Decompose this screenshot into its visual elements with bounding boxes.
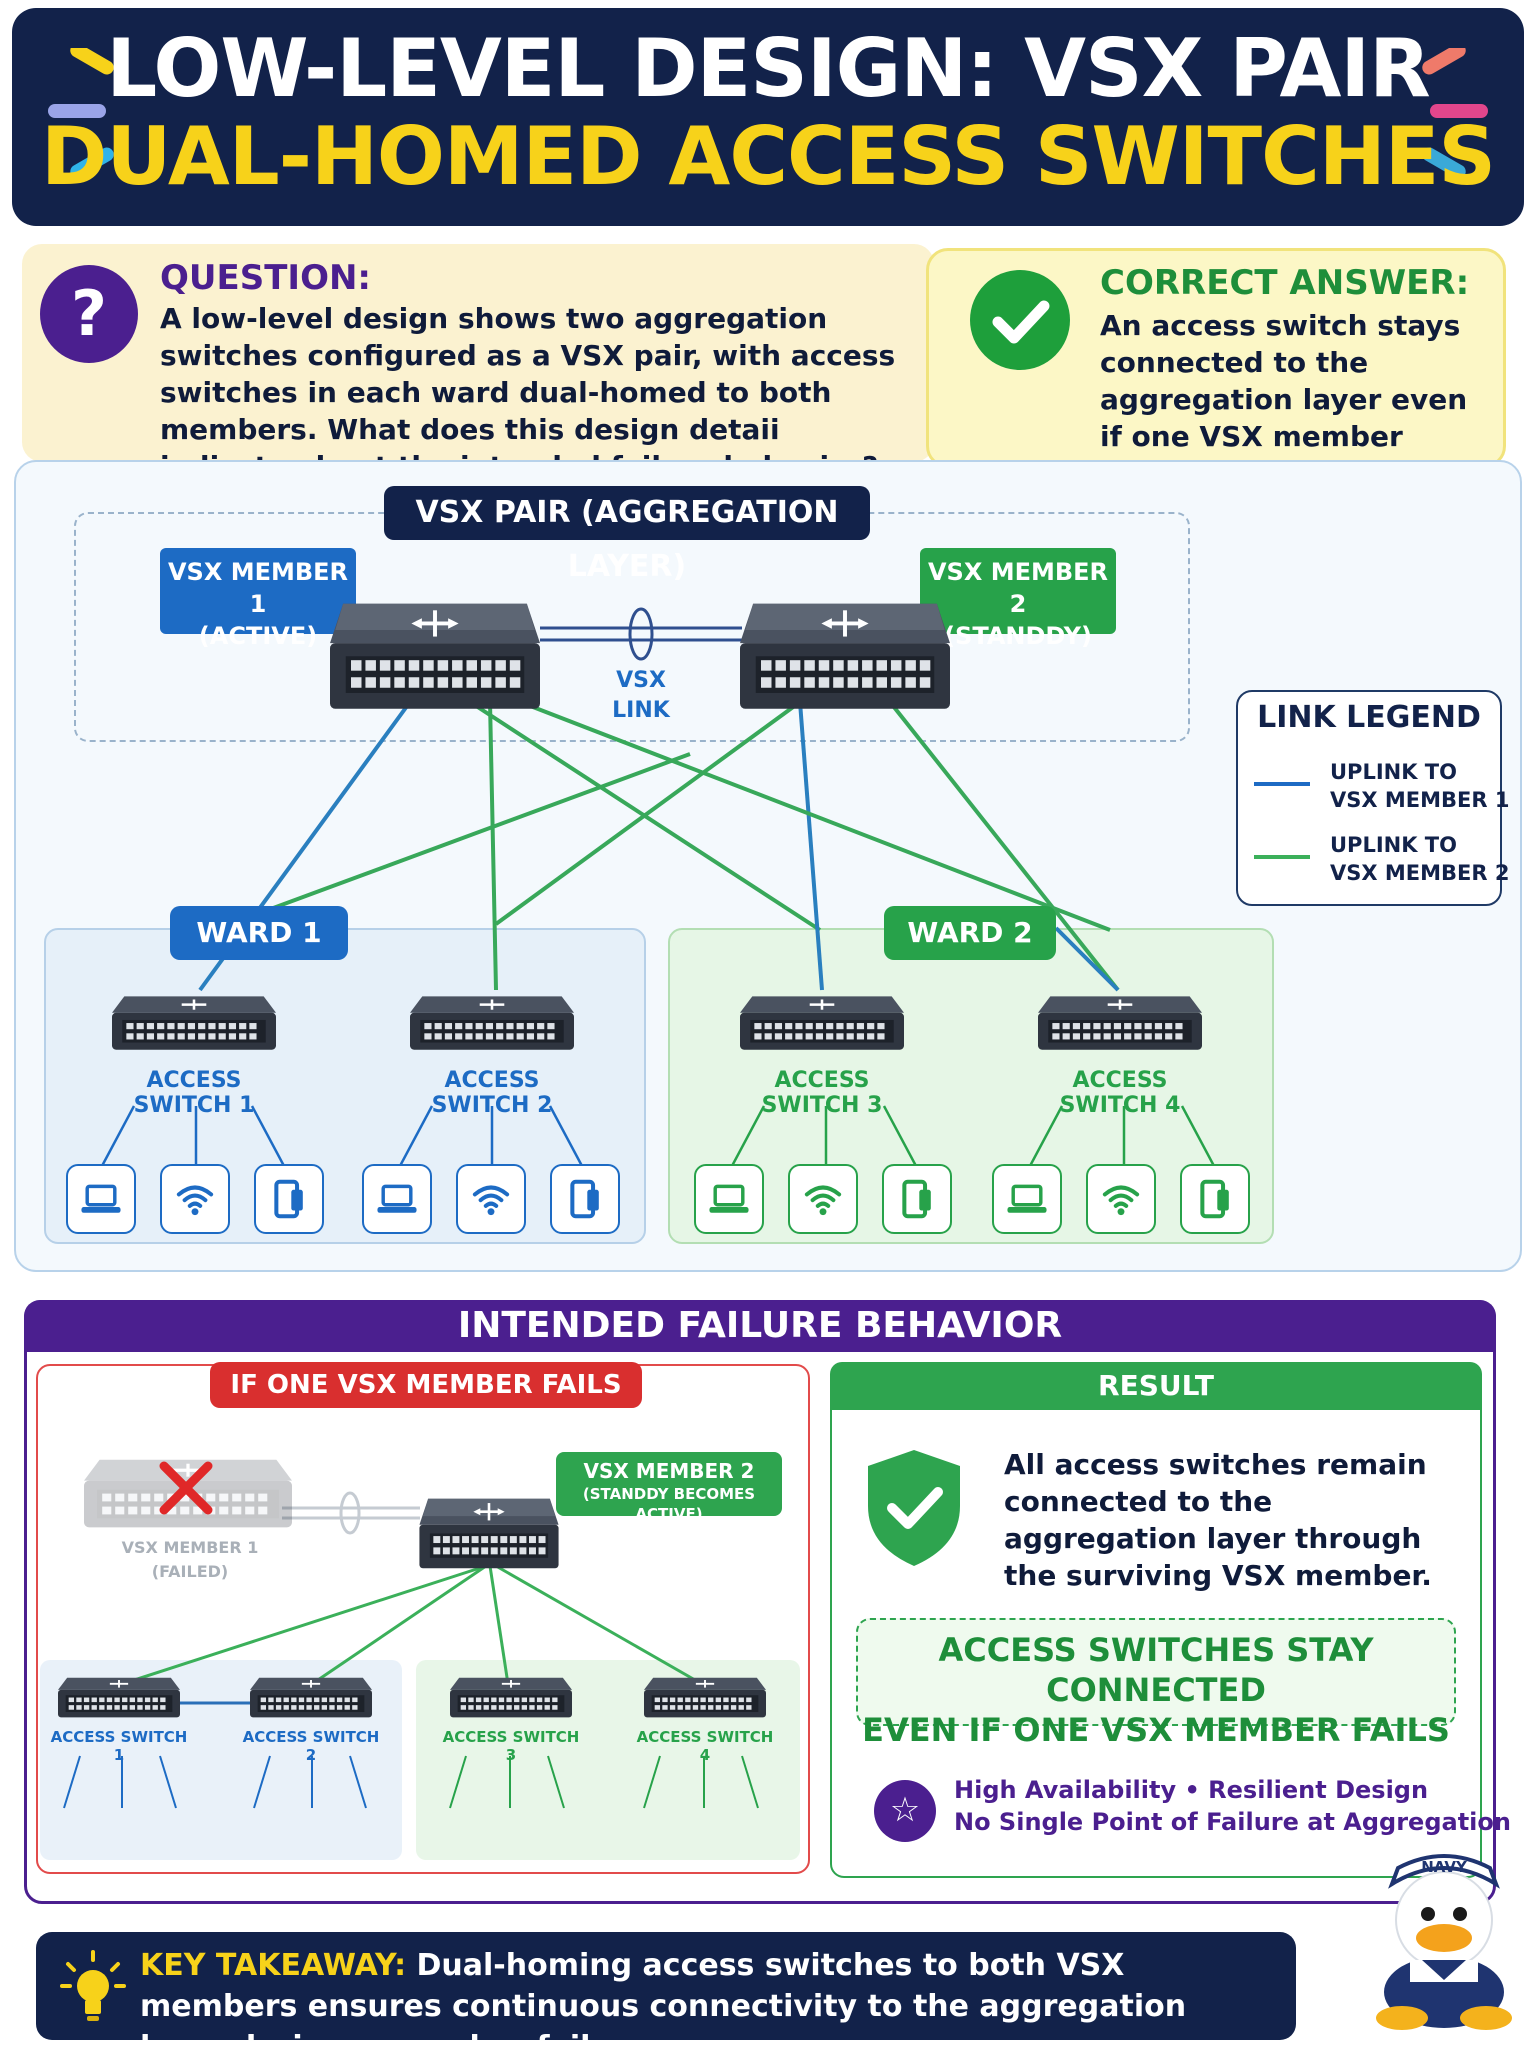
result-text: All access switches remain connected to …: [1004, 1448, 1432, 1592]
ward2-area: [668, 928, 1274, 1244]
vsx-member2-state: (STANDDY): [944, 622, 1092, 650]
mascot-hat-text: NAVY: [1421, 1858, 1468, 1876]
fail-access-switch4-label: ACCESS SWITCH 4: [636, 1728, 774, 1764]
result-tag: RESULT: [830, 1362, 1482, 1410]
answer-text: An access switch stays connected to the …: [1100, 309, 1468, 490]
vsx-link-label: VSX LINK: [612, 668, 670, 723]
laptop-icon: [992, 1164, 1062, 1234]
fail-access-switch2-label: ACCESS SWITCH 2: [242, 1728, 380, 1764]
uplink-as4-m2b: [1054, 926, 1120, 992]
uplink-as2-m2: [494, 700, 802, 926]
wifi-icon: [160, 1164, 230, 1234]
failure-title: INTENDED FAILURE BEHAVIOR: [24, 1300, 1496, 1352]
vsx-pair-title: VSX PAIR (AGGREGATION LAYER): [384, 486, 870, 584]
fail-access-switch2-icon: [250, 1676, 372, 1719]
access-switch4-label: ACCESS SWITCH 4: [1059, 1068, 1181, 1118]
result-callout-text: ACCESS SWITCHES STAY CONNECTED EVEN IF O…: [862, 1631, 1450, 1749]
fail-access-switch3-label: ACCESS SWITCH 3: [442, 1728, 580, 1764]
fail-access-switch4-icon: [644, 1676, 766, 1719]
access-switch3-label: ACCESS SWITCH 3: [761, 1068, 883, 1118]
legend-item-member2: UPLINK TO VSX MEMBER 2: [1330, 833, 1510, 885]
uplink-as1-m2: [229, 752, 691, 926]
endpoint-drop-lines: [100, 1105, 1216, 1167]
checkmark-icon: [970, 270, 1070, 370]
question-label: QUESTION:: [160, 258, 372, 298]
vsx-link-ring: [628, 607, 654, 661]
ward1-tag: WARD 1: [170, 906, 348, 960]
shield-check-icon: [868, 1450, 960, 1566]
fail-access-switch1-label: ACCESS SWITCH 1: [50, 1728, 188, 1764]
fail-access-switch3-icon: [450, 1676, 572, 1719]
surviving-member-switch-icon: [418, 1497, 560, 1570]
vsx-member2-tag: VSX MEMBER 2 (STANDDY): [920, 548, 1116, 650]
header-banner: [12, 8, 1524, 226]
tablet-icon: [1180, 1164, 1250, 1234]
answer-label: CORRECT ANSWER:: [1100, 263, 1470, 303]
uplink-as2-m1: [488, 701, 498, 991]
uplink-as4-m2: [888, 700, 1120, 992]
wifi-icon: [456, 1164, 526, 1234]
vsx-member2-name: VSX MEMBER 2: [927, 558, 1109, 618]
access-switch4-icon: [1038, 995, 1202, 1052]
uplink-lines: [100, 607, 1216, 1167]
link-legend: [1236, 690, 1502, 906]
lightbulb-icon: [60, 1950, 126, 2021]
surviving-member-tag: VSX MEMBER 2 (STANDDY BECOMES ACTIVE): [556, 1452, 782, 1523]
vsx-member1-state: (ACTIVE): [198, 622, 318, 650]
laptop-icon: [362, 1164, 432, 1234]
result-callout: [856, 1618, 1456, 1726]
uplink-as4-m1: [519, 700, 1111, 932]
tablet-icon: [550, 1164, 620, 1234]
page-title-line1: LOW-LEVEL DESIGN: VSX PAIR: [106, 22, 1431, 115]
takeaway-text: KEY TAKEAWAY: Dual-homing access switche…: [140, 1948, 1187, 2048]
ward1-area: [44, 928, 646, 1244]
failure-lines: [63, 1491, 759, 1809]
ha-line1: High Availability • Resilient Design: [954, 1776, 1429, 1804]
access-switch1-label: ACCESS SWITCH 1: [133, 1068, 255, 1118]
uplink-as3-m1: [468, 700, 822, 932]
vsx-member1-tag: VSX MEMBER 1 (ACTIVE): [160, 548, 356, 650]
laptop-icon: [694, 1164, 764, 1234]
legend-line-member1: [1254, 782, 1310, 786]
wifi-icon: [1086, 1164, 1156, 1234]
ward2-tag: WARD 2: [884, 906, 1056, 960]
navy-duck-mascot: NAVY: [1376, 1854, 1512, 2030]
small-drop-lines: [63, 1755, 759, 1809]
legend-title: LINK LEGEND: [1257, 700, 1481, 735]
access-switch2-label: ACCESS SWITCH 2: [431, 1068, 553, 1118]
ha-line2: No Single Point of Failure at Aggregatio…: [954, 1808, 1511, 1836]
fail-scenario-tag: IF ONE VSX MEMBER FAILS: [210, 1362, 642, 1408]
legend-item-member1: UPLINK TO VSX MEMBER 1: [1330, 760, 1510, 812]
legend-line-member2: [1254, 855, 1310, 859]
page-title-line2: DUAL-HOMED ACCESS SWITCHES: [40, 110, 1496, 203]
fail-access-switch1-icon: [58, 1676, 180, 1719]
laptop-icon: [66, 1164, 136, 1234]
vsx-member1-name: VSX MEMBER 1: [167, 558, 349, 618]
failed-member-label: VSX MEMBER 1 (FAILED): [121, 1538, 259, 1581]
left-sparkle-icon: [48, 48, 114, 179]
question-card: [22, 244, 934, 462]
tablet-icon: [254, 1164, 324, 1234]
failure-x-icon: [159, 1461, 213, 1515]
tablet-icon: [882, 1164, 952, 1234]
takeaway-bar: [36, 1932, 1296, 2040]
uplink-as3-m2: [798, 701, 824, 991]
wifi-icon: [788, 1164, 858, 1234]
right-sparkle-icon: [1422, 48, 1488, 179]
question-mark-icon: ?: [40, 265, 138, 363]
star-icon: ☆: [874, 1780, 936, 1842]
